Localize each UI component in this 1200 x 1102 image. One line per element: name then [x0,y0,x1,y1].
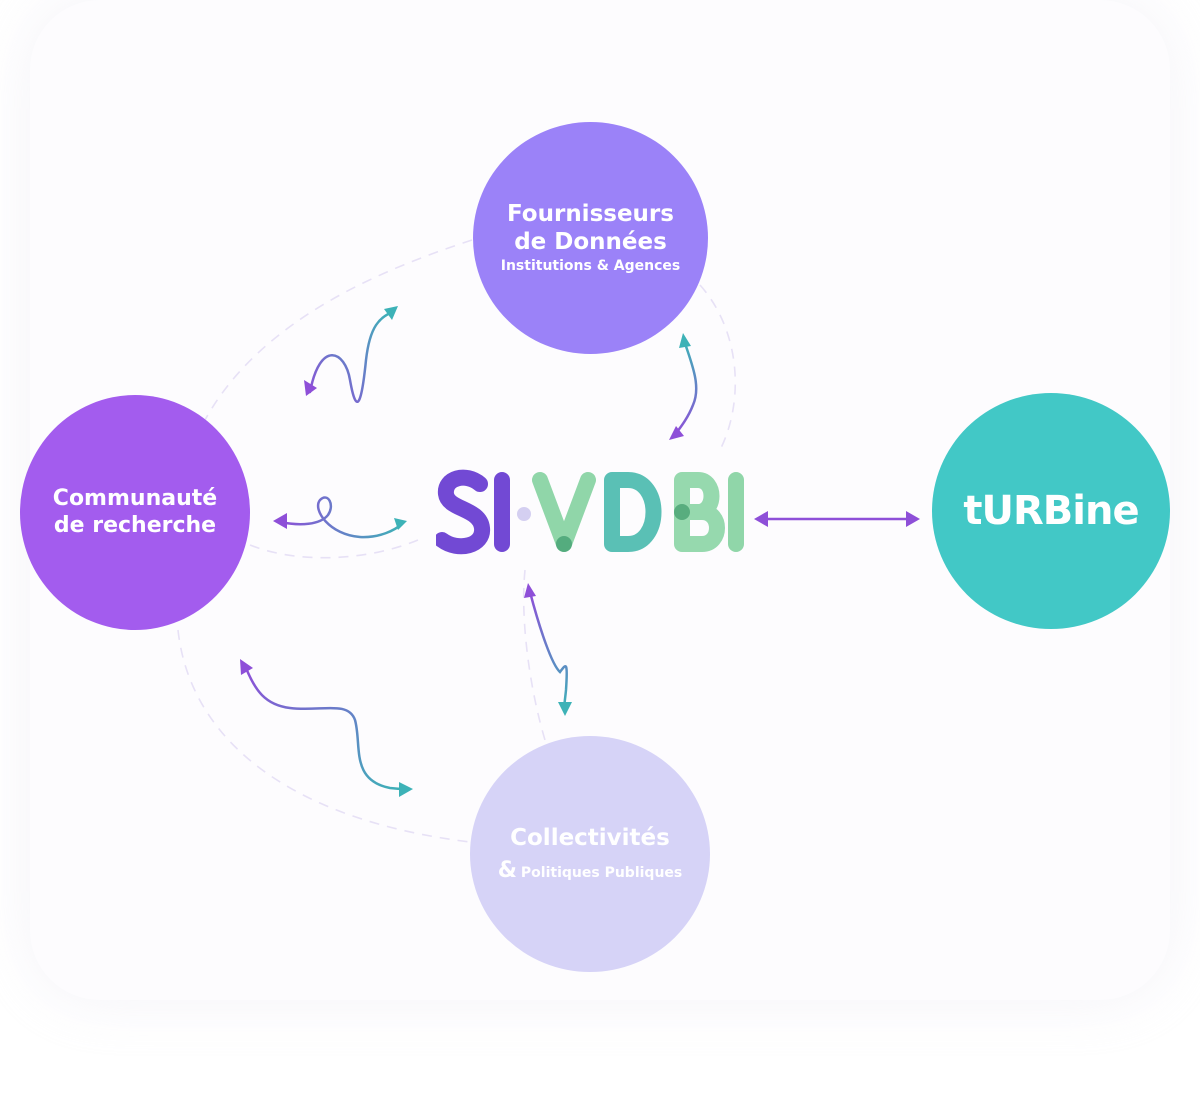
logo-accent [674,504,690,520]
arrowhead-purple [524,583,536,598]
logo-letter-s [436,469,490,555]
arrowhead-teal [394,518,407,530]
logo-letter-b [674,472,725,552]
dashed-arc-top-right [699,284,737,451]
dashed-arc-left-center [249,539,419,559]
dashed-cycle [177,239,737,843]
node-subtitle-row: & Politiques Publiques [498,858,683,883]
dashed-arc-top-left [204,239,473,421]
arrowhead-purple [273,513,287,529]
arrow-communaute-fournisseurs [304,306,398,404]
arrow-logo-collectivites [524,583,572,716]
node-subtitle: Institutions & Agences [500,258,681,275]
node-title: Collectivités [510,824,670,851]
arrowhead-purple [754,511,768,527]
arrow-logo-turbine [754,511,920,527]
node-title-line1: Communauté [52,486,218,512]
arrowhead-purple [669,426,684,440]
node-fournisseurs-de-donnees: Fournisseurs de Données Institutions & A… [473,122,708,354]
node-subtitle: Politiques Publiques [520,865,683,882]
node-communaute-de-recherche: Communauté de recherche [20,395,250,630]
logo-dot [517,507,531,521]
logo-letter-d [604,472,662,552]
node-title: tURBine [963,488,1139,534]
dashed-arc-center-bottom [522,569,546,741]
arrowhead-teal [399,782,413,797]
logo-letter-v [532,472,596,552]
node-turbine: tURBine [932,393,1170,629]
arrowhead-purple [906,511,920,527]
arrow-communaute-collectivites [240,659,413,797]
arrowhead-purple [304,380,317,396]
arrowhead-teal [679,333,691,348]
arrowhead-teal [558,702,572,716]
node-collectivites: Collectivités & Politiques Publiques [470,736,710,972]
node-title-line2: de recherche [53,512,217,538]
node-title-line2: de Données [514,228,667,255]
arrowhead-teal [384,306,398,320]
ampersand: & [497,858,517,884]
dashed-arc-bottom-left [177,629,471,843]
node-title-line1: Fournisseurs [507,201,674,227]
logo-accent [556,536,572,552]
arrow-fournisseurs-logo [669,333,698,440]
sivdbi-logo [436,469,744,555]
arrowhead-purple [240,659,253,675]
arrow-communaute-logo [273,496,407,539]
